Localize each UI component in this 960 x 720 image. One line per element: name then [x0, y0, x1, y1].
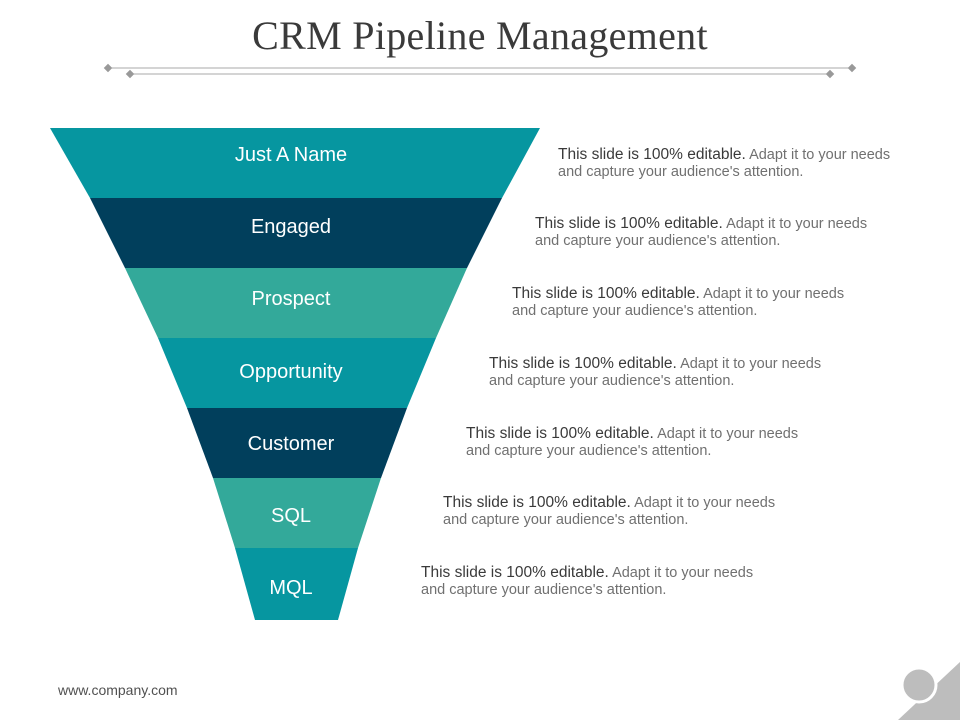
description-text: Adapt it to your needs [612, 565, 754, 581]
stage-description: This slide is 100% editable. Adapt it to… [489, 355, 821, 390]
funnel-label-sql: SQL [270, 505, 312, 527]
description-lead: This slide is 100% editable. [512, 285, 700, 302]
description-text: Adapt it to your needs [703, 286, 845, 302]
stage-description: This slide is 100% editable. Adapt it to… [421, 564, 753, 599]
description-lead: This slide is 100% editable. [443, 494, 631, 511]
description-lead: This slide is 100% editable. [466, 425, 654, 442]
stage-description: This slide is 100% editable. Adapt it to… [466, 425, 798, 460]
title-divider [103, 63, 857, 79]
description-text: Adapt it to your needs [749, 147, 891, 163]
description-lead: This slide is 100% editable. [421, 564, 609, 581]
funnel-label-opportunity: Opportunity [239, 361, 343, 383]
funnel-label-customer: Customer [247, 433, 335, 455]
footer-url: www.company.com [58, 682, 178, 698]
funnel-label-mql: MQL [269, 577, 313, 599]
funnel-label-just-a-name: Just A Name [234, 144, 348, 166]
stage-description: This slide is 100% editable. Adapt it to… [512, 285, 844, 320]
funnel-stage-1 [50, 128, 540, 198]
description-text: Adapt it to your needs [634, 495, 776, 511]
description-text: and capture your audience's attention. [535, 233, 781, 249]
funnel-stage-2 [90, 198, 502, 268]
description-lead: This slide is 100% editable. [489, 355, 677, 372]
slide-title: CRM Pipeline Management [252, 13, 708, 58]
funnel-stage-6 [213, 478, 381, 548]
stage-description: This slide is 100% editable. Adapt it to… [443, 494, 775, 529]
page-corner-icon [898, 662, 960, 720]
funnel-label-prospect: Prospect [251, 288, 331, 310]
description-text: and capture your audience's attention. [558, 164, 804, 180]
description-text: Adapt it to your needs [726, 216, 868, 232]
description-text: and capture your audience's attention. [443, 512, 689, 528]
description-lead: This slide is 100% editable. [535, 215, 723, 232]
description-text: and capture your audience's attention. [421, 582, 667, 598]
funnel-stage-5 [187, 408, 407, 478]
description-lead: This slide is 100% editable. [558, 146, 746, 163]
description-text: and capture your audience's attention. [512, 303, 758, 319]
description-text: Adapt it to your needs [657, 426, 799, 442]
description-text: Adapt it to your needs [680, 356, 822, 372]
stage-description: This slide is 100% editable. Adapt it to… [558, 146, 890, 181]
funnel-label-engaged: Engaged [250, 216, 332, 238]
description-text: and capture your audience's attention. [466, 443, 712, 459]
funnel-stage-7 [235, 548, 358, 620]
stage-description: This slide is 100% editable. Adapt it to… [535, 215, 867, 250]
description-text: and capture your audience's attention. [489, 373, 735, 389]
funnel-stage-4 [158, 338, 436, 408]
funnel-stage-3 [125, 268, 467, 338]
